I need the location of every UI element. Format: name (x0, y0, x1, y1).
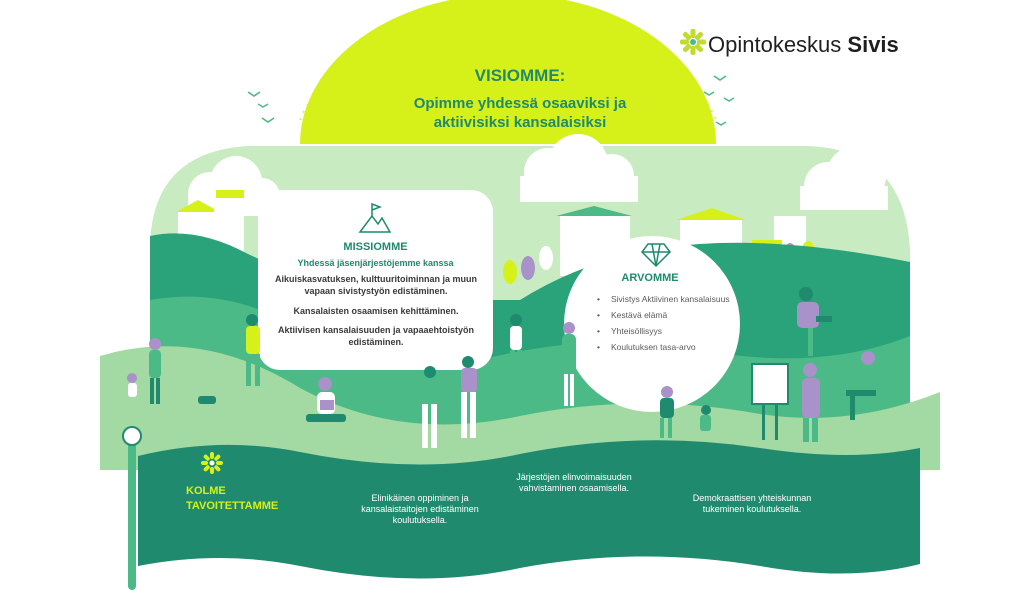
mission-item: Kansalaisten osaamisen kehittäminen. (293, 306, 459, 316)
goals-title-line-1: KOLME (186, 485, 226, 497)
vision-line-1: Opimme yhdessä osaaviksi ja (413, 95, 627, 112)
mission-subtitle: Yhdessä jäsenjärjestöjemme kanssa (297, 258, 454, 268)
clouds (188, 134, 888, 216)
mission-card-shape (258, 190, 493, 370)
flag-pole (128, 438, 136, 590)
diamond-icon (641, 243, 671, 268)
goal-item: Demokraattisen yhteiskunnan tukeminen ko… (692, 493, 812, 514)
people (127, 287, 878, 448)
birds-left (247, 91, 275, 123)
values-item: Koulutuksen tasa-arvo (597, 341, 767, 357)
goal-item: Elinikäinen oppiminen ja kansalaistaitoj… (361, 493, 479, 525)
vision-heading: VISIOMME: (474, 66, 566, 85)
goal-item: Järjestöjen elinvoimaisuuden vahvistamin… (516, 472, 632, 493)
logo-name-bold: Sivis (847, 32, 899, 57)
values-title: ARVOMME (621, 272, 679, 284)
goals-title-line-2: TAVOITETTAMME (186, 500, 279, 512)
logo-text: Opintokeskus Sivis (708, 32, 899, 58)
logo-name-regular: Opintokeskus (708, 32, 848, 57)
logo: Opintokeskus Sivis (680, 24, 920, 72)
mission-title: MISSIOMME (343, 241, 408, 253)
values-item: Kestävä elämä (597, 309, 767, 325)
values-item: Sivistys Aktiivinen kansalaisuus (597, 293, 767, 309)
hill-light (100, 346, 940, 470)
mission-item: Aktiivisen kansalaisuuden ja vapaaehtois… (277, 325, 475, 347)
goals-title: KOLME TAVOITETTAMME (186, 484, 306, 514)
vision-line-2: aktiivisiksi kansalaisiksi (433, 114, 607, 131)
mountain-flag-icon (358, 202, 392, 233)
flag-pole-top (122, 426, 142, 446)
goals-snowflake-icon (201, 452, 223, 474)
goals-banner (138, 440, 920, 579)
mission-item: Aikuiskasvatuksen, kulttuuritoiminnan ja… (274, 274, 478, 296)
birds-right (703, 75, 735, 126)
sun (300, 0, 716, 144)
vision-block: VISIOMME: Opimme yhdessä osaaviksi ja ak… (330, 66, 710, 132)
values-list: Sivistys Aktiivinen kansalaisuus Kestävä… (597, 293, 767, 357)
snowflake-logo-icon (680, 29, 706, 55)
values-item: Yhteisöllisyys (597, 325, 767, 341)
